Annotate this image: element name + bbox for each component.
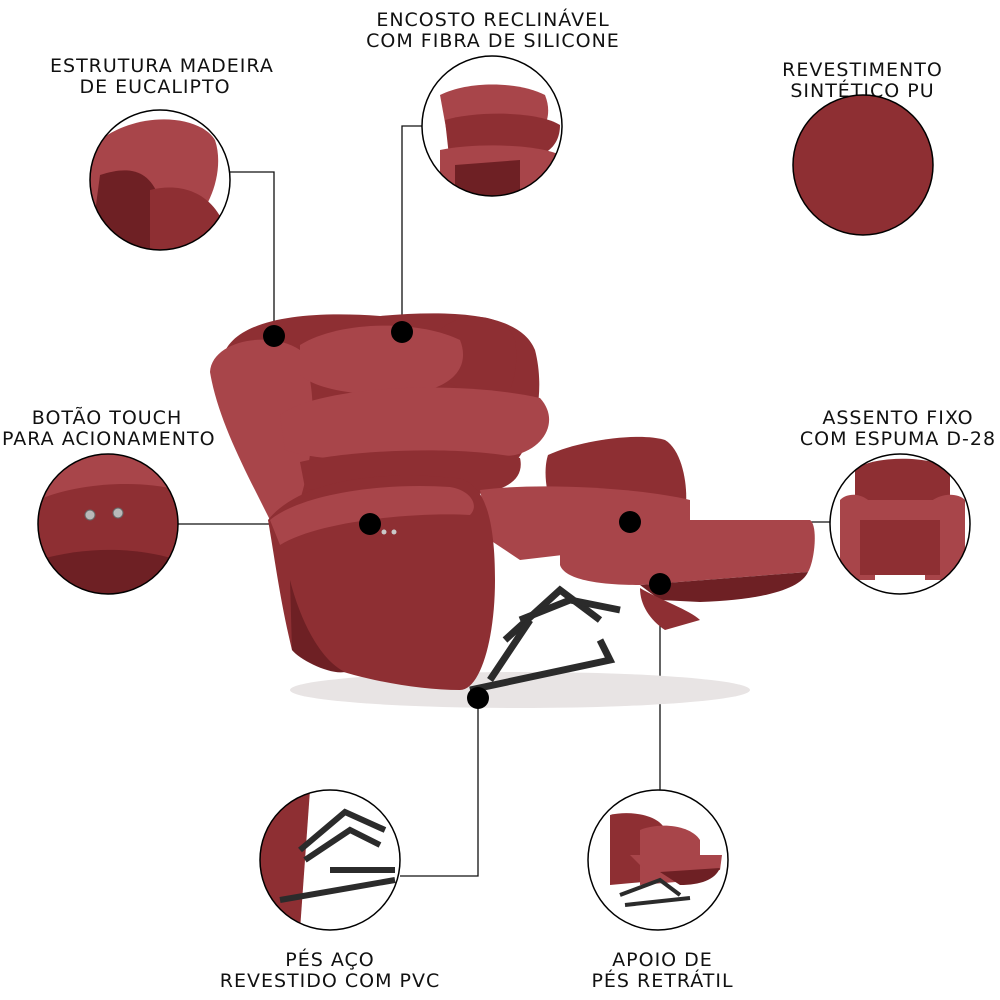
label-assento: ASSENTO FIXO COM ESPUMA D-28 (796, 408, 1000, 450)
label-encosto-line2: COM FIBRA DE SILICONE (366, 30, 620, 52)
detail-circle-encosto (421, 55, 563, 197)
label-botao-line1: BOTÃO TOUCH (31, 407, 183, 429)
label-apoio-line1: APOIO DE (612, 949, 713, 971)
detail-circle-assento (829, 453, 971, 595)
label-botao-line2: PARA ACIONAMENTO (2, 428, 216, 450)
marker-botao (359, 513, 381, 535)
detail-circle-revestimento (792, 94, 934, 236)
label-encosto-line1: ENCOSTO RECLINÁVEL (376, 9, 610, 31)
label-encosto: ENCOSTO RECLINÁVEL COM FIBRA DE SILICONE (358, 10, 628, 52)
label-revestimento-line2: SINTÉTICO PU (790, 80, 935, 102)
label-assento-line2: COM ESPUMA D-28 (799, 428, 997, 450)
label-pes-line1: PÉS AÇO (285, 949, 375, 971)
label-revestimento: REVESTIMENTO SINTÉTICO PU (770, 60, 955, 102)
label-estrutura-line2: DE EUCALIPTO (79, 76, 231, 98)
detail-circle-apoio (587, 789, 729, 931)
label-apoio-line2: PÉS RETRÁTIL (591, 970, 734, 992)
touch-buttons-detail (84, 507, 124, 521)
label-apoio: APOIO DE PÉS RETRÁTIL (575, 950, 750, 992)
marker-pes (467, 687, 489, 709)
label-botao: BOTÃO TOUCH PARA ACIONAMENTO (2, 407, 216, 450)
detail-circle-botao (37, 453, 179, 595)
marker-estrutura (263, 325, 285, 347)
callout-line-pes (400, 698, 479, 877)
recliner-main (210, 313, 815, 708)
touch-buttons-main (381, 529, 397, 535)
label-estrutura: ESTRUTURA MADEIRA DE EUCALIPTO (50, 55, 274, 98)
label-estrutura-line1: ESTRUTURA MADEIRA (50, 55, 274, 77)
recliner-mechanism (469, 585, 621, 694)
label-pes-line2: REVESTIDO COM PVC (219, 970, 441, 992)
detail-circle-estrutura (89, 109, 231, 251)
label-assento-line1: ASSENTO FIXO (822, 407, 974, 429)
label-revestimento-line1: REVESTIMENTO (782, 59, 943, 81)
callout-line-encosto (401, 125, 424, 332)
marker-dots (263, 321, 671, 709)
marker-apoio (649, 573, 671, 595)
marker-encosto (391, 321, 413, 343)
label-pes: PÉS AÇO REVESTIDO COM PVC (210, 950, 450, 992)
detail-circle-pes (259, 789, 401, 931)
callout-line-estrutura (230, 171, 275, 334)
marker-assento (619, 511, 641, 533)
